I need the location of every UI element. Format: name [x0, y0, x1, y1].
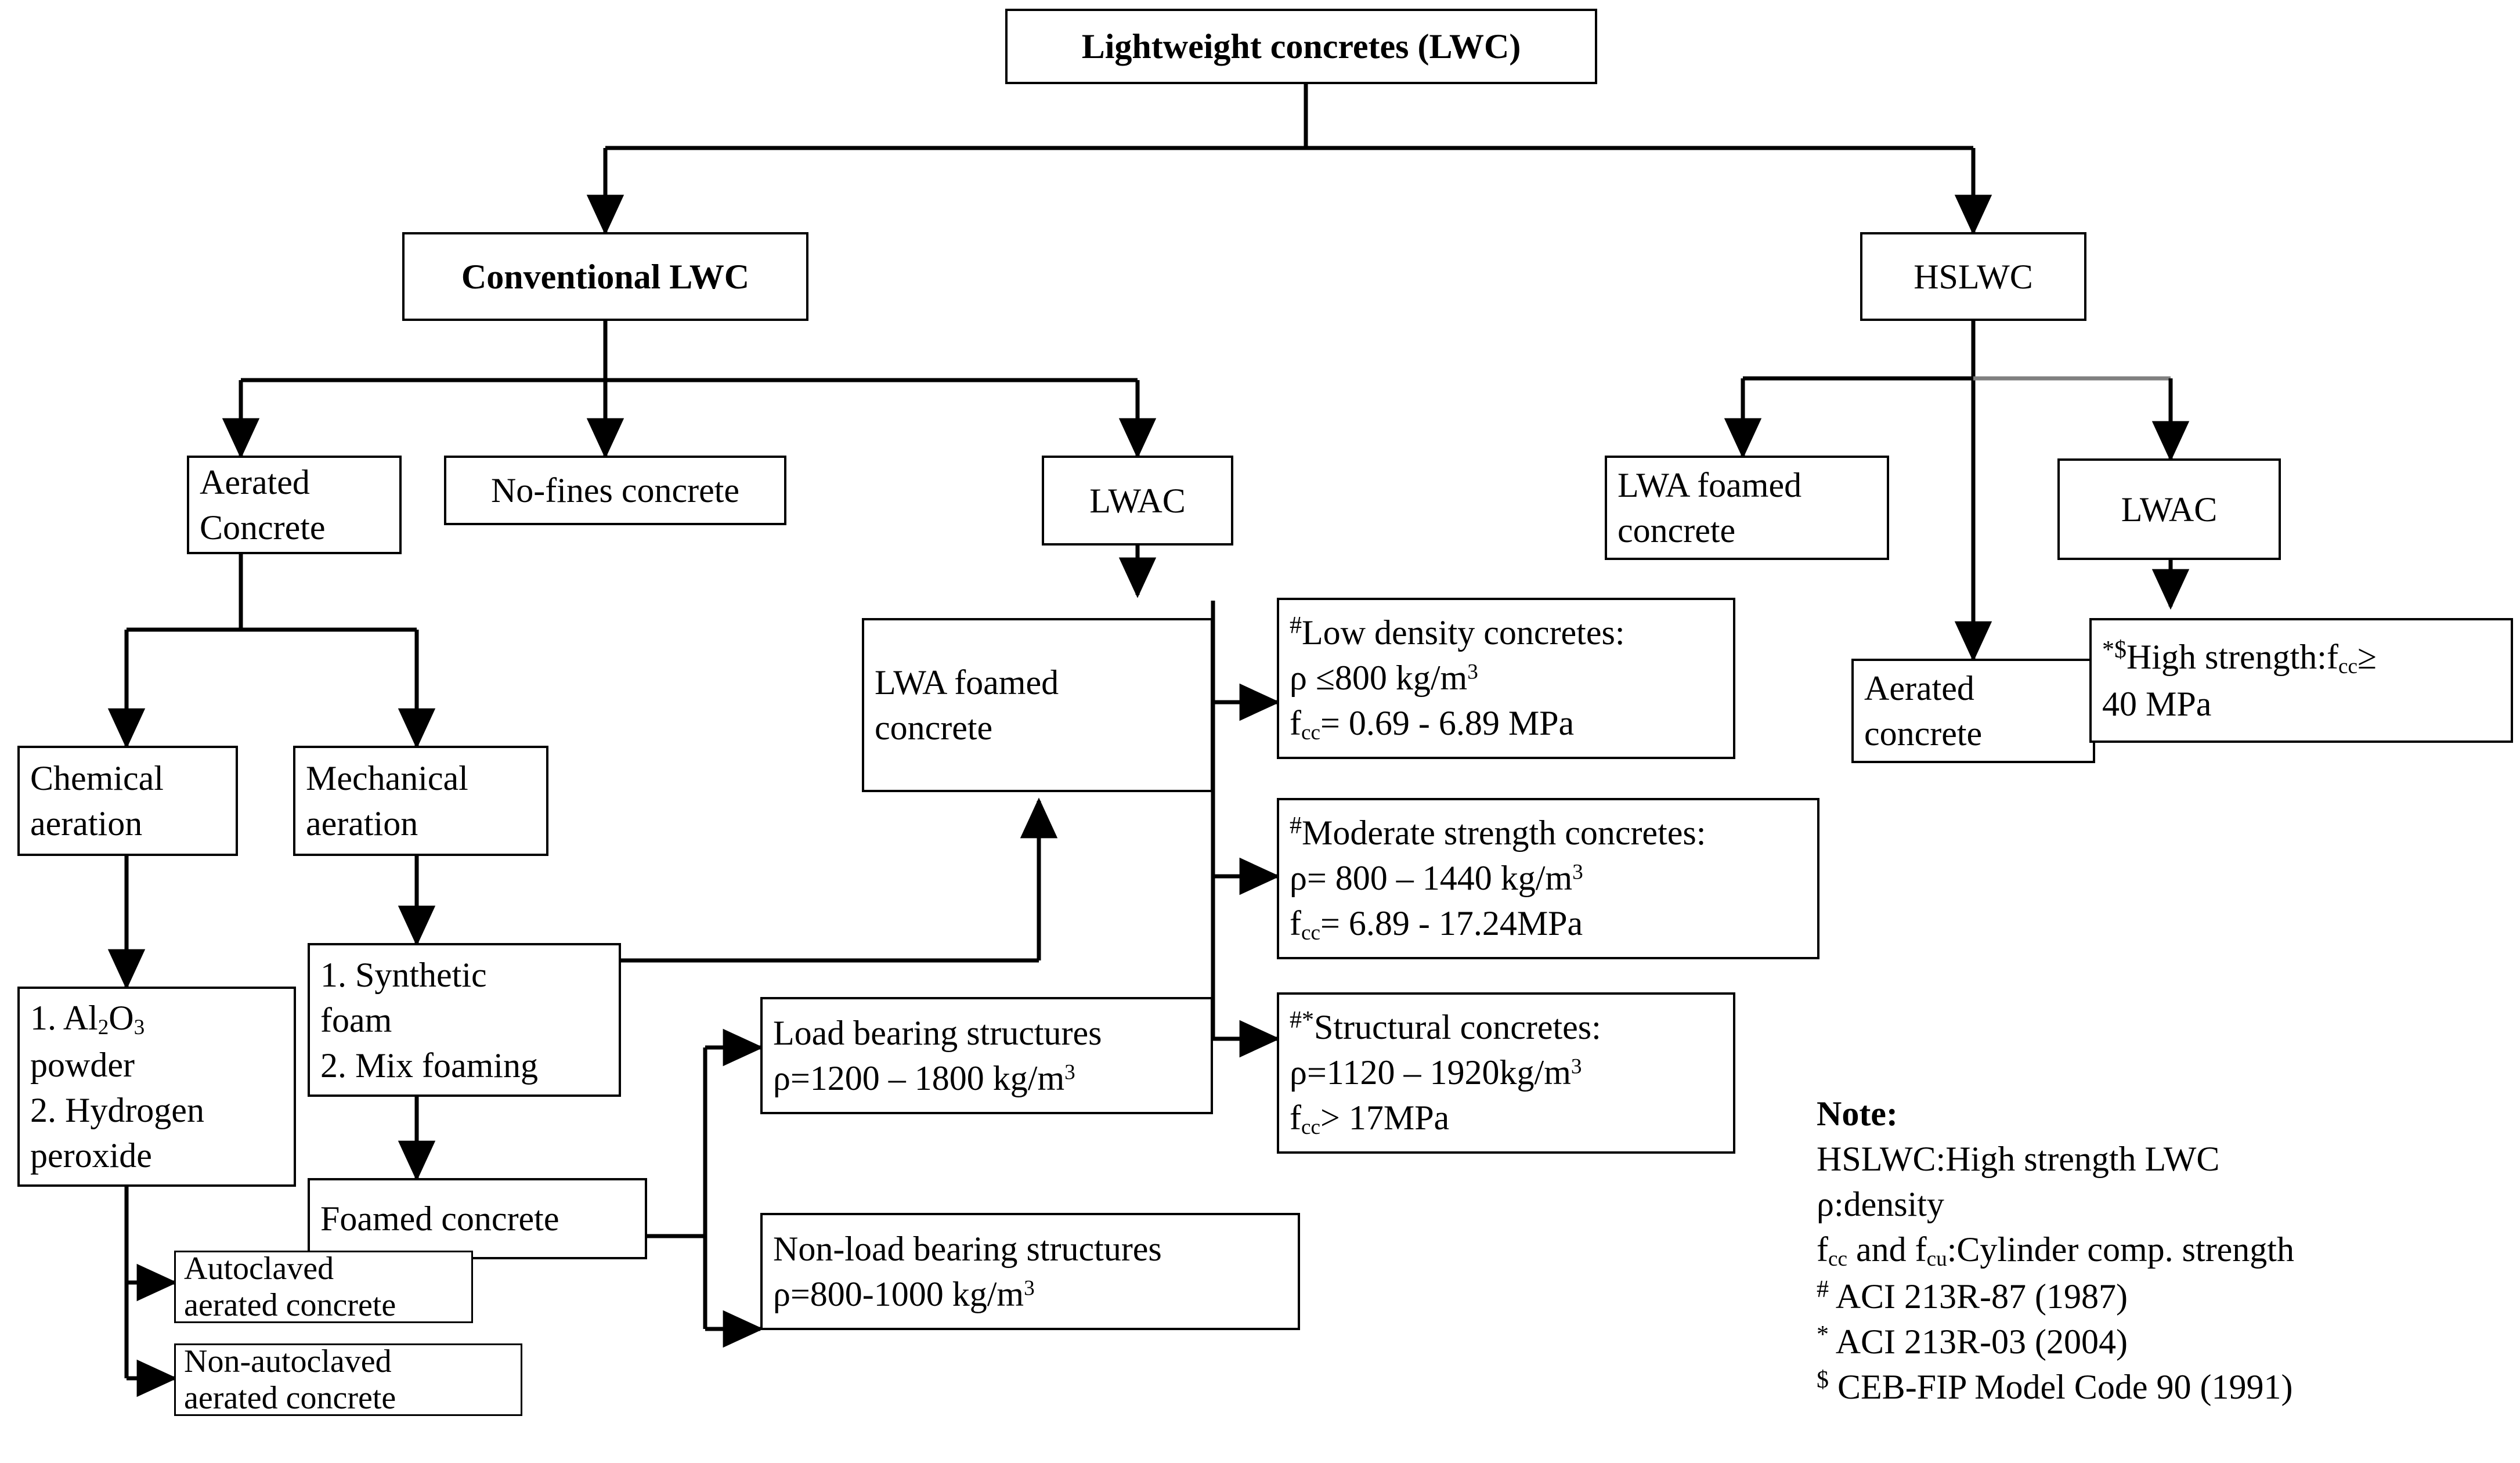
node-low-density-density: ρ ≤800 kg/m3: [1290, 658, 1478, 697]
node-moderate-strength-concretes[interactable]: #Moderate strength concretes: ρ= 800 – 1…: [1277, 798, 1819, 959]
node-lwac-right-label: LWAC: [2121, 490, 2218, 529]
node-lwac-right[interactable]: LWAC: [2057, 458, 2281, 560]
node-lwa-foamed-concrete-right-line1: LWA foamed: [1618, 466, 1802, 504]
node-mechanical-aeration-line2: aeration: [306, 804, 418, 843]
node-autoclaved-line1: Autoclaved: [184, 1250, 334, 1287]
node-foamed-concrete[interactable]: Foamed concrete: [308, 1178, 647, 1259]
node-aerated-concrete-hslwc-line1: Aerated: [1864, 669, 1974, 707]
node-lwa-foamed-concrete-mid[interactable]: LWA foamed concrete: [862, 618, 1213, 792]
node-mechanical-methods-line2: foam: [320, 1000, 392, 1039]
node-moderate-strength-density: ρ= 800 – 1440 kg/m3: [1290, 858, 1583, 897]
node-aerated-concrete-line1: Aerated: [200, 463, 310, 501]
node-mechanical-aeration-line1: Mechanical: [306, 759, 468, 797]
node-chemical-aeration-line2: aeration: [30, 804, 143, 843]
node-root-label: Lightweight concretes (LWC): [1081, 27, 1521, 66]
node-non-autoclaved-line1: Non-autoclaved: [184, 1343, 392, 1379]
node-lwa-foamed-concrete-mid-line2: concrete: [875, 709, 993, 747]
node-hslwc[interactable]: HSLWC: [1860, 232, 2086, 321]
node-autoclaved-line2: aerated concrete: [184, 1287, 396, 1323]
note-line-density: ρ:density: [1817, 1185, 1944, 1223]
node-mechanical-methods[interactable]: 1. Synthetic foam 2. Mix foaming: [308, 943, 621, 1097]
node-chemical-agents-line2: powder: [30, 1045, 135, 1084]
node-high-strength[interactable]: *$High strength:fcc≥ 40 MPa: [2089, 618, 2513, 743]
node-load-bearing-structures[interactable]: Load bearing structures ρ=1200 – 1800 kg…: [760, 997, 1213, 1114]
node-structural-density: ρ=1120 – 1920kg/m3: [1290, 1053, 1582, 1092]
node-non-autoclaved-aerated-concrete[interactable]: Non-autoclaved aerated concrete: [174, 1343, 522, 1416]
note-line-hslwc: HSLWC:High strength LWC: [1817, 1140, 2220, 1178]
note-heading: Note:: [1817, 1094, 1898, 1133]
node-chemical-agents[interactable]: 1. Al2O3 powder 2. Hydrogen peroxide: [17, 987, 296, 1187]
node-chemical-aeration[interactable]: Chemical aeration: [17, 746, 238, 856]
node-conventional-lwc[interactable]: Conventional LWC: [402, 232, 808, 321]
node-load-bearing-line2: ρ=1200 – 1800 kg/m3: [773, 1059, 1075, 1097]
node-root[interactable]: Lightweight concretes (LWC): [1005, 9, 1597, 84]
node-low-density-concretes[interactable]: #Low density concretes: ρ ≤800 kg/m3 fcc…: [1277, 598, 1735, 759]
node-non-load-bearing-line1: Non-load bearing structures: [773, 1230, 1162, 1268]
node-structural-strength: fcc> 17MPa: [1290, 1098, 1450, 1139]
node-aerated-concrete-line2: Concrete: [200, 508, 326, 547]
node-non-load-bearing-line2: ρ=800-1000 kg/m3: [773, 1275, 1035, 1313]
node-no-fines-concrete-label: No-fines concrete: [490, 471, 740, 510]
node-structural-concretes[interactable]: #*Structural concretes: ρ=1120 – 1920kg/…: [1277, 992, 1735, 1154]
node-aerated-concrete-hslwc[interactable]: Aerated concrete: [1851, 659, 2095, 763]
node-autoclaved-aerated-concrete[interactable]: Autoclaved aerated concrete: [174, 1251, 473, 1323]
node-aerated-concrete[interactable]: Aerated Concrete: [187, 456, 402, 554]
node-high-strength-title: *$High strength:fcc≥: [2102, 637, 2377, 679]
note-ref-ceb-fip: $ CEB-FIP Model Code 90 (1991): [1817, 1366, 2293, 1406]
node-chemical-aeration-line1: Chemical: [30, 759, 164, 797]
node-hslwc-label: HSLWC: [1914, 257, 2033, 296]
node-foamed-concrete-label: Foamed concrete: [320, 1200, 559, 1238]
node-aerated-concrete-hslwc-line2: concrete: [1864, 714, 1983, 753]
node-mechanical-methods-line3: 2. Mix foaming: [320, 1046, 538, 1085]
node-low-density-title: #Low density concretes:: [1290, 612, 1625, 652]
node-lwac-left[interactable]: LWAC: [1042, 456, 1233, 546]
node-lwa-foamed-concrete-right-line2: concrete: [1618, 511, 1736, 550]
node-structural-title: #*Structural concretes:: [1290, 1006, 1601, 1046]
note-ref-aci-213r-03: * ACI 213R-03 (2004): [1817, 1321, 2128, 1361]
node-moderate-strength-title: #Moderate strength concretes:: [1290, 812, 1706, 852]
chemical-agents-num: 1.: [30, 999, 56, 1038]
node-conventional-lwc-label: Conventional LWC: [461, 257, 750, 296]
chemical-agents-formula: Al2O3: [63, 999, 145, 1040]
node-chemical-agents-line1: 1. Al2O3: [30, 995, 283, 1042]
node-high-strength-value: 40 MPa: [2102, 684, 2212, 723]
node-low-density-strength: fcc= 0.69 - 6.89 MPa: [1290, 703, 1575, 745]
note-ref-aci-213r-87: # ACI 213R-87 (1987): [1817, 1276, 2128, 1316]
node-chemical-agents-line4: peroxide: [30, 1136, 152, 1175]
node-moderate-strength-strength: fcc= 6.89 - 17.24MPa: [1290, 904, 1583, 945]
node-no-fines-concrete[interactable]: No-fines concrete: [444, 456, 786, 525]
node-chemical-agents-line3: 2. Hydrogen: [30, 1090, 204, 1129]
node-mechanical-methods-line1: 1. Synthetic: [320, 955, 487, 994]
node-non-load-bearing-structures[interactable]: Non-load bearing structures ρ=800-1000 k…: [760, 1213, 1300, 1330]
note-block: Note: HSLWC:High strength LWC ρ:density …: [1817, 1091, 2294, 1410]
node-mechanical-aeration[interactable]: Mechanical aeration: [293, 746, 548, 856]
node-load-bearing-line1: Load bearing structures: [773, 1014, 1102, 1052]
node-lwa-foamed-concrete-right[interactable]: LWA foamed concrete: [1605, 456, 1889, 560]
node-lwac-left-label: LWAC: [1089, 481, 1186, 520]
node-non-autoclaved-line2: aerated concrete: [184, 1379, 396, 1416]
note-line-fcc: fcc and fcu:Cylinder comp. strength: [1817, 1230, 2294, 1271]
node-lwa-foamed-concrete-mid-line1: LWA foamed: [875, 663, 1059, 702]
